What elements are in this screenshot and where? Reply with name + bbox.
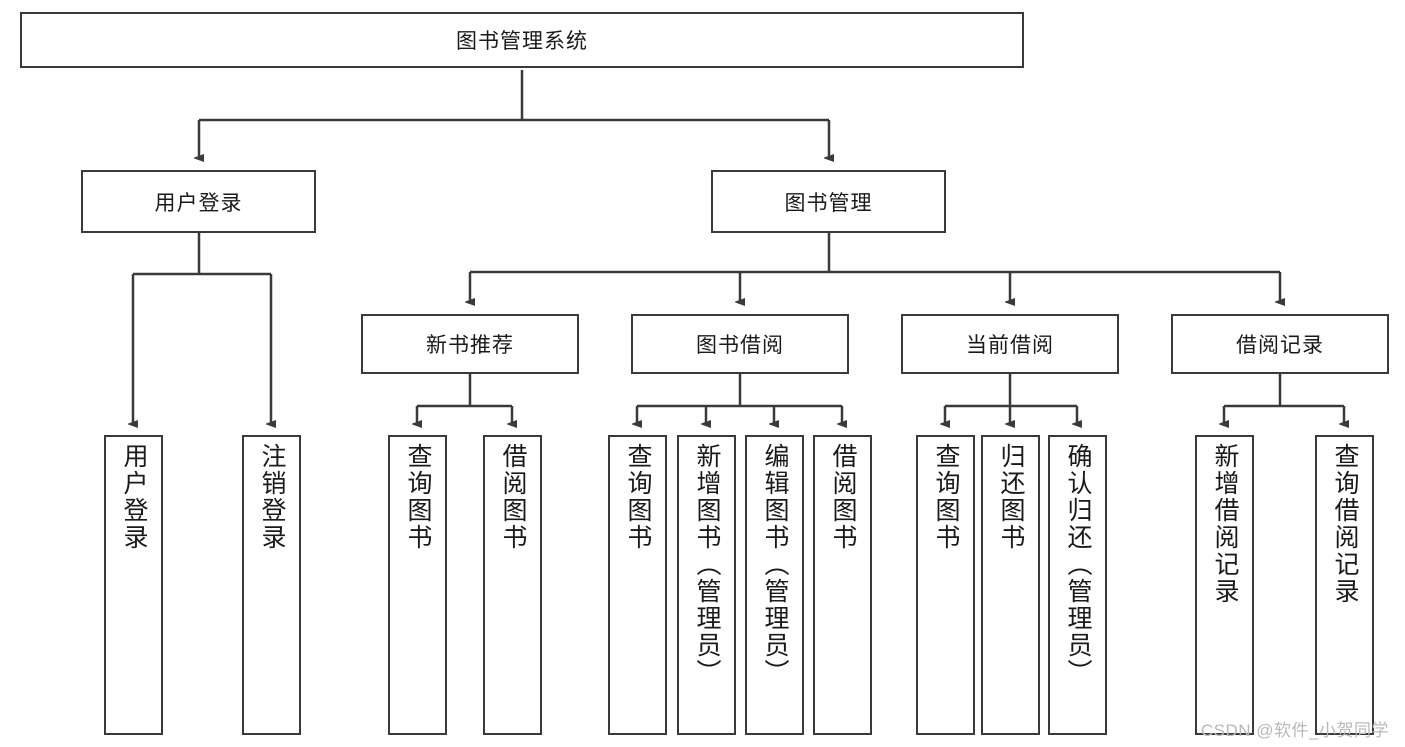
node-label: 借阅图书 [499,443,527,551]
node-label: 查询图书 [624,443,652,551]
node-leaf-logout[interactable]: 注销登录 [242,435,301,735]
node-label: 注销登录 [258,443,286,551]
node-label: 借阅记录 [1236,334,1324,357]
node-label: 图书管理系统 [456,30,588,53]
node-leaf-user-login[interactable]: 用户登录 [104,435,163,735]
node-label: 用户登录 [154,191,243,215]
node-book-borrow[interactable]: 图书借阅 [631,314,849,374]
node-label: 图书管理 [784,191,873,215]
node-borrow-record[interactable]: 借阅记录 [1171,314,1389,374]
node-leaf-query-book-current[interactable]: 查询图书 [916,435,975,735]
node-leaf-borrow-book-recommend[interactable]: 借阅图书 [483,435,542,735]
node-label: 查询图书 [932,443,960,551]
node-root-system[interactable]: 图书管理系统 [20,12,1024,68]
node-leaf-add-book-admin[interactable]: 新增图书（管理员） [677,435,736,735]
node-leaf-confirm-return-admin[interactable]: 确认归还（管理员） [1048,435,1107,735]
node-label: 借阅图书 [829,443,857,551]
node-new-book-recommend[interactable]: 新书推荐 [361,314,579,374]
node-label: 确认归还（管理员） [1064,443,1092,686]
node-leaf-query-book-recommend[interactable]: 查询图书 [388,435,447,735]
node-leaf-query-book-borrow[interactable]: 查询图书 [608,435,667,735]
node-label: 编辑图书（管理员） [761,443,789,686]
node-label: 当前借阅 [966,334,1054,357]
node-leaf-borrow-book[interactable]: 借阅图书 [813,435,872,735]
node-label: 新书推荐 [426,334,514,357]
node-book-management[interactable]: 图书管理 [711,170,946,233]
node-user-login[interactable]: 用户登录 [81,170,316,233]
watermark-text: CSDN @软件_小贺同学 [1200,721,1389,740]
node-label: 用户登录 [120,443,148,551]
node-label: 新增借阅记录 [1211,443,1239,605]
node-label: 新增图书（管理员） [693,443,721,686]
node-label: 图书借阅 [696,334,784,357]
node-leaf-edit-book-admin[interactable]: 编辑图书（管理员） [745,435,804,735]
node-label: 查询图书 [404,443,432,551]
node-leaf-add-borrow-record[interactable]: 新增借阅记录 [1195,435,1254,735]
node-current-borrow[interactable]: 当前借阅 [901,314,1119,374]
node-leaf-query-borrow-record[interactable]: 查询借阅记录 [1315,435,1374,735]
node-label: 查询借阅记录 [1331,443,1359,605]
node-leaf-return-book[interactable]: 归还图书 [981,435,1040,735]
node-label: 归还图书 [997,443,1025,551]
